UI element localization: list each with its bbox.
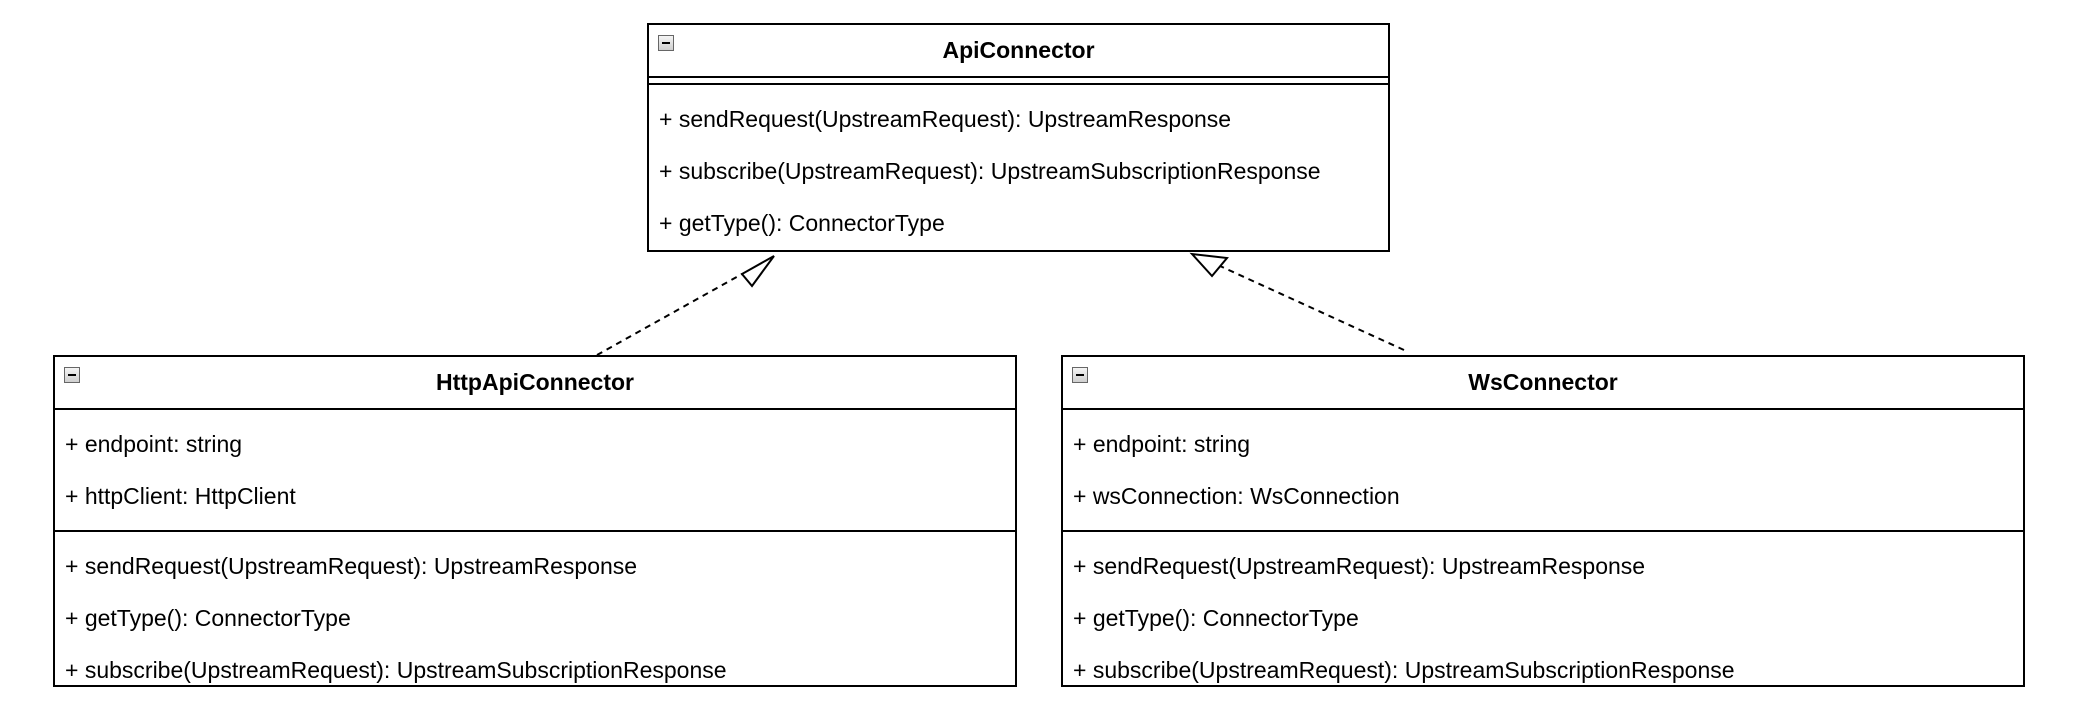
attribute: + endpoint: string [65,431,243,457]
attributes-divider [55,530,1015,532]
realization-line-ws [1219,265,1405,351]
realization-arrowhead-http [740,255,775,288]
method: + subscribe(UpstreamRequest): UpstreamSu… [659,158,1321,184]
header-divider [1063,408,2023,410]
method: + getType(): ConnectorType [1073,605,1359,631]
class-name: ApiConnector [942,37,1095,63]
method: + subscribe(UpstreamRequest): UpstreamSu… [65,657,727,683]
realization-line-http [596,273,743,356]
class-name: WsConnector [1468,369,1618,395]
class-ws-connector[interactable]: WsConnector + endpoint: string + wsConne… [1061,355,2025,687]
method: + sendRequest(UpstreamRequest): Upstream… [65,553,638,579]
method: + subscribe(UpstreamRequest): UpstreamSu… [1073,657,1735,683]
method: + getType(): ConnectorType [659,210,945,236]
collapse-icon[interactable] [1072,367,1088,383]
class-header: WsConnector [1063,357,2023,408]
empty-attributes-compartment [649,76,1388,85]
class-header: HttpApiConnector [55,357,1015,408]
class-name: HttpApiConnector [435,369,635,395]
methods-compartment: + sendRequest(UpstreamRequest): Upstream… [649,85,1388,257]
attributes-compartment: + endpoint: string + httpClient: HttpCli… [55,410,1015,530]
header-divider [55,408,1015,410]
attribute: + endpoint: string [1073,431,1251,457]
realization-arrowhead-ws [1189,252,1229,278]
method: + getType(): ConnectorType [65,605,351,631]
class-header: ApiConnector [649,25,1388,76]
methods-compartment: + sendRequest(UpstreamRequest): Upstream… [55,532,1015,704]
realization-http-to-api [596,255,775,356]
method: + sendRequest(UpstreamRequest): Upstream… [659,106,1232,132]
class-api-connector[interactable]: ApiConnector + sendRequest(UpstreamReque… [647,23,1390,252]
methods-compartment: + sendRequest(UpstreamRequest): Upstream… [1063,532,2023,704]
attributes-divider [1063,530,2023,532]
attributes-compartment: + endpoint: string + wsConnection: WsCon… [1063,410,2023,530]
collapse-icon[interactable] [64,367,80,383]
collapse-icon[interactable] [658,35,674,51]
attribute: + wsConnection: WsConnection [1073,483,1400,509]
realization-ws-to-api [1189,252,1405,351]
method: + sendRequest(UpstreamRequest): Upstream… [1073,553,1646,579]
attribute: + httpClient: HttpClient [65,483,296,509]
class-http-api-connector[interactable]: HttpApiConnector + endpoint: string + ht… [53,355,1017,687]
